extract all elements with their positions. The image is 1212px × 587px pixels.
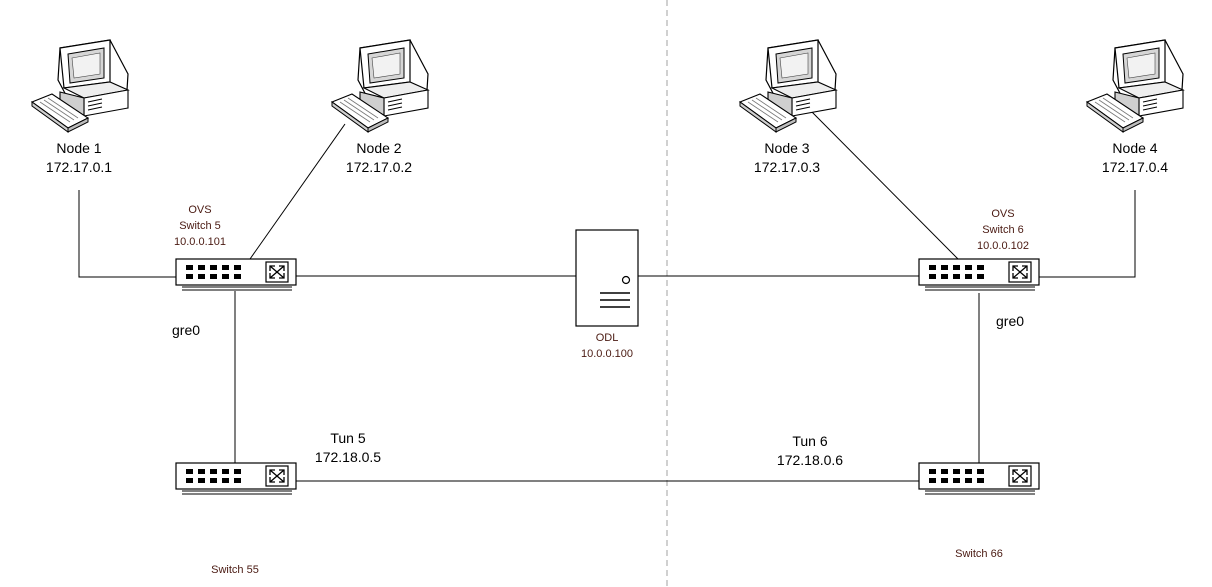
switch5-label: OVS Switch 5 10.0.0.101 <box>140 202 260 250</box>
switch6-name: Switch 6 <box>982 224 1024 236</box>
node2-name: Node 2 <box>356 140 402 156</box>
tun6-label: Tun 6 172.18.0.6 <box>740 432 880 470</box>
node1-ip: 172.17.0.1 <box>45 159 113 175</box>
node3-ip: 172.17.0.3 <box>753 159 821 175</box>
tun5-label: Tun 5 172.18.0.5 <box>278 429 418 467</box>
node4-label: Node 4 172.17.0.4 <box>1065 139 1205 177</box>
node1-label: Node 1 172.17.0.1 <box>9 139 149 177</box>
node4-name: Node 4 <box>1112 140 1158 156</box>
gre-right-label: gre0 <box>996 313 1025 329</box>
switch6-icon <box>918 258 1040 291</box>
node1-name: Node 1 <box>56 140 102 156</box>
node4-ip: 172.17.0.4 <box>1101 159 1169 175</box>
switch5-type: OVS <box>188 204 212 216</box>
switch5-icon <box>175 258 297 291</box>
odl-name: ODL <box>595 332 619 344</box>
link-node2-switch5 <box>249 123 346 260</box>
switch66-icon <box>918 462 1040 495</box>
switch6-ip: 10.0.0.102 <box>977 240 1029 252</box>
node2-label: Node 2 172.17.0.2 <box>309 139 449 177</box>
tun6-name: Tun 6 <box>792 433 828 449</box>
node3-label: Node 3 172.17.0.3 <box>717 139 857 177</box>
node3-name: Node 3 <box>764 140 810 156</box>
switch5-ip: 10.0.0.101 <box>174 236 226 248</box>
switch66-label: Switch 66 <box>955 548 1003 560</box>
odl-label: ODL 10.0.0.100 <box>547 330 667 362</box>
node2-ip: 172.17.0.2 <box>345 159 413 175</box>
link-node1-switch5 <box>78 190 176 278</box>
tun5-ip: 172.18.0.5 <box>314 449 382 465</box>
switch6-type: OVS <box>991 208 1015 220</box>
link-node3-switch6 <box>809 109 959 260</box>
tun6-ip: 172.18.0.6 <box>776 452 844 468</box>
switch55-icon <box>175 462 297 495</box>
odl-server-icon <box>575 229 639 327</box>
node1-computer-icon <box>31 39 129 133</box>
node3-computer-icon <box>739 39 837 133</box>
node4-computer-icon <box>1086 39 1184 133</box>
tun5-name: Tun 5 <box>330 430 366 446</box>
switch6-label: OVS Switch 6 10.0.0.102 <box>943 206 1063 254</box>
link-node4-switch6 <box>1039 190 1136 278</box>
odl-ip: 10.0.0.100 <box>581 348 633 360</box>
node2-computer-icon <box>331 39 429 133</box>
gre-left-label: gre0 <box>172 322 201 338</box>
switch55-label: Switch 55 <box>211 564 259 576</box>
switch5-name: Switch 5 <box>179 220 221 232</box>
